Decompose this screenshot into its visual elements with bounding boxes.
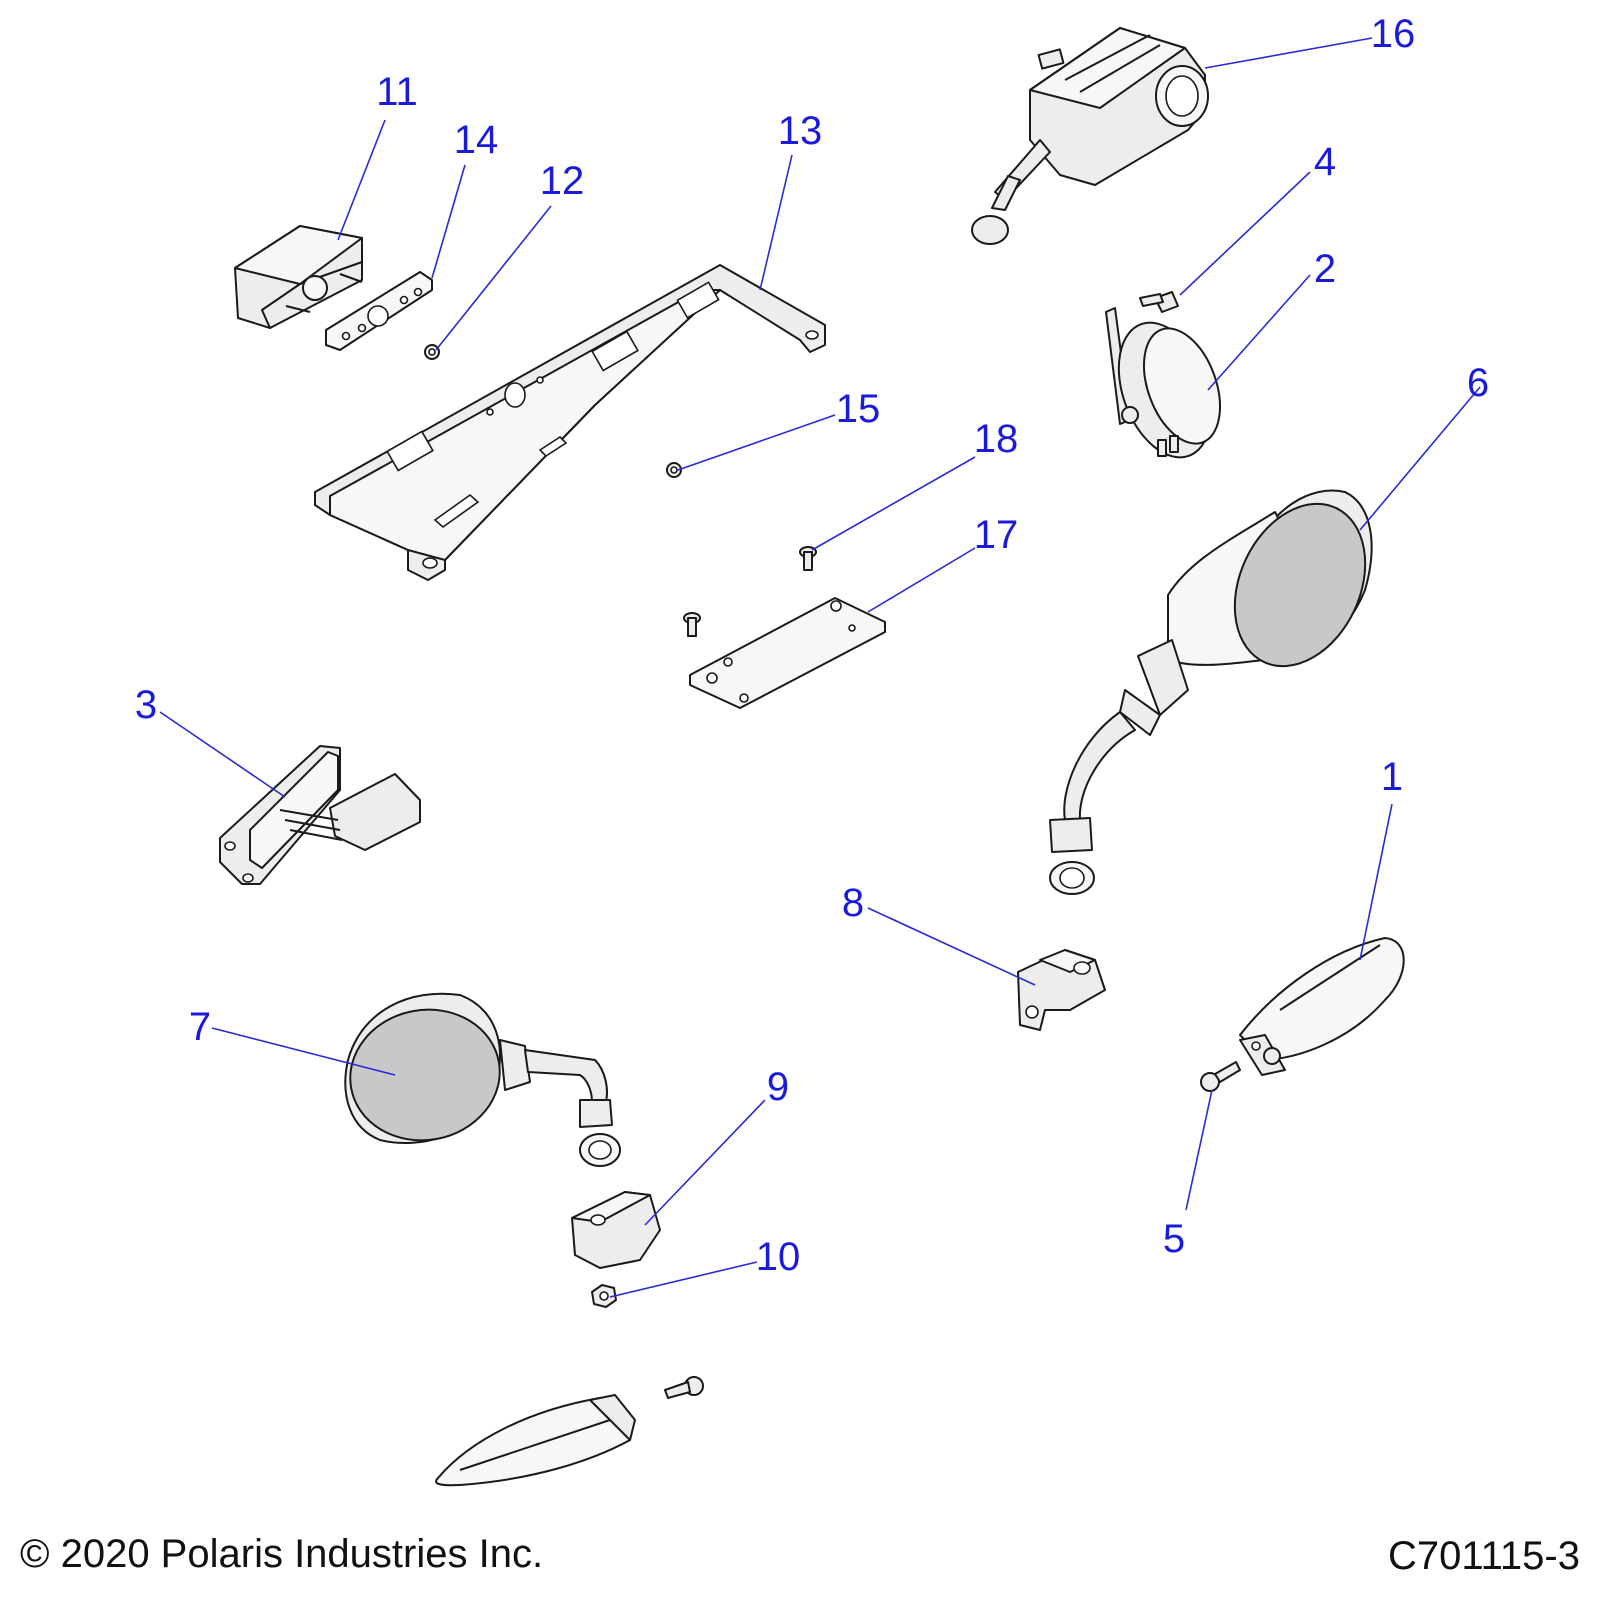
- part-1-turn-signal: [1239, 937, 1405, 1076]
- part-12-nut: [424, 344, 440, 360]
- leader-lines: [159, 37, 1481, 1298]
- callout-10: 10: [756, 1235, 801, 1279]
- callout-8: 8: [842, 881, 864, 925]
- callout-3: 3: [135, 683, 157, 727]
- callout-2: 2: [1314, 247, 1336, 291]
- part-6-mirror: [1049, 489, 1373, 895]
- lower-turn-signal: [435, 1394, 636, 1487]
- part-5-screw: [1200, 1061, 1241, 1092]
- part-15-nut: [666, 462, 682, 478]
- part-11-lamp-block: [234, 225, 363, 329]
- part-17-plate: [683, 597, 886, 709]
- callout-labels: 1 2 3 4 5 6 7 8 9 10 11 12 13 14 15 16 1…: [135, 12, 1489, 1279]
- callout-13: 13: [778, 109, 823, 153]
- callout-18: 18: [974, 417, 1019, 461]
- callout-7: 7: [189, 1005, 211, 1049]
- callout-16: 16: [1371, 12, 1416, 56]
- callout-1: 1: [1381, 755, 1403, 799]
- part-10-nut: [591, 1284, 617, 1308]
- part-16-switch: [971, 27, 1209, 245]
- part-4-screw: [1139, 291, 1179, 313]
- callout-15: 15: [836, 387, 881, 431]
- part-13-bracket: [314, 264, 826, 581]
- callout-12: 12: [540, 159, 585, 203]
- callout-14: 14: [454, 118, 499, 162]
- lower-screw: [664, 1376, 704, 1399]
- callout-11: 11: [376, 70, 418, 114]
- callout-4: 4: [1314, 140, 1336, 184]
- part-2-horn: [1105, 307, 1221, 459]
- copyright-notice: © 2020 Polaris Industries Inc.: [20, 1532, 544, 1576]
- callout-17: 17: [974, 513, 1019, 557]
- callout-9: 9: [767, 1065, 789, 1109]
- figure-code: C701115-3: [1388, 1534, 1580, 1578]
- part-18-rivet: [799, 546, 817, 571]
- part-14-gasket: [325, 271, 433, 351]
- part-7-mirror: [344, 992, 621, 1167]
- part-9-mount-block: [571, 1191, 661, 1269]
- callout-5: 5: [1163, 1217, 1185, 1261]
- part-3-connector-module: [219, 745, 421, 885]
- part-8-mount-block: [1017, 949, 1106, 1031]
- callout-6: 6: [1467, 361, 1489, 405]
